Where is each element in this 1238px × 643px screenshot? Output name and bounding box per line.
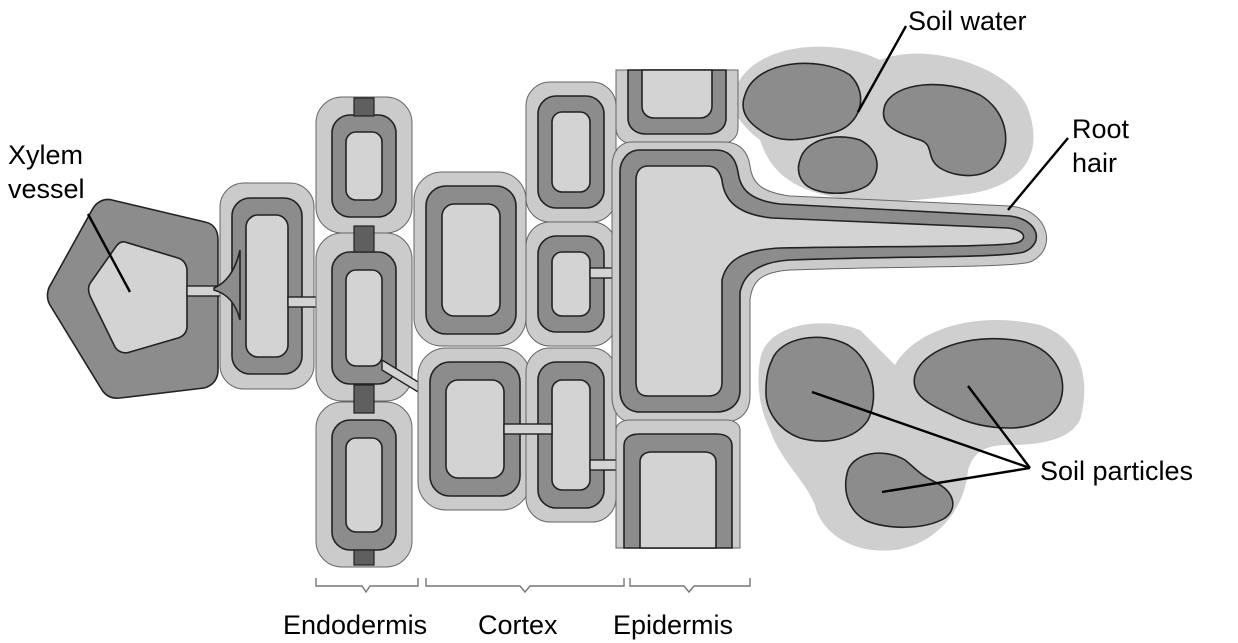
endodermis-column <box>316 97 412 567</box>
cortex-cells <box>414 82 616 522</box>
label-root-line2: hair <box>1072 148 1117 178</box>
casparian-strip-3 <box>354 385 374 413</box>
casparian-strip-4 <box>354 550 374 565</box>
soil-particle-bottom-left <box>766 337 874 441</box>
casparian-strip-2 <box>354 226 374 252</box>
brace-cortex <box>426 578 624 592</box>
inner-cell <box>214 183 314 389</box>
label-epidermis: Epidermis <box>613 610 733 640</box>
soil-particle-top-left <box>743 63 861 139</box>
brace-epidermis <box>630 578 750 592</box>
plasmodesma-cortex-lower <box>504 424 552 434</box>
soil-cluster-top <box>733 47 1034 202</box>
label-cortex: Cortex <box>478 610 558 640</box>
label-xylem-line1: Xylem <box>8 140 83 170</box>
xylem-vessel <box>47 199 218 398</box>
label-soil-water: Soil water <box>908 6 1027 36</box>
label-root-line1: Root <box>1072 114 1130 144</box>
casparian-strip-1 <box>354 98 374 116</box>
label-soil-particles: Soil particles <box>1040 456 1193 486</box>
soil-particle-top-bottom <box>798 137 877 193</box>
soil-cluster-bottom <box>758 320 1084 551</box>
brace-endodermis <box>316 578 418 592</box>
label-xylem-line2: vessel <box>8 174 85 204</box>
label-endodermis: Endodermis <box>283 610 427 640</box>
